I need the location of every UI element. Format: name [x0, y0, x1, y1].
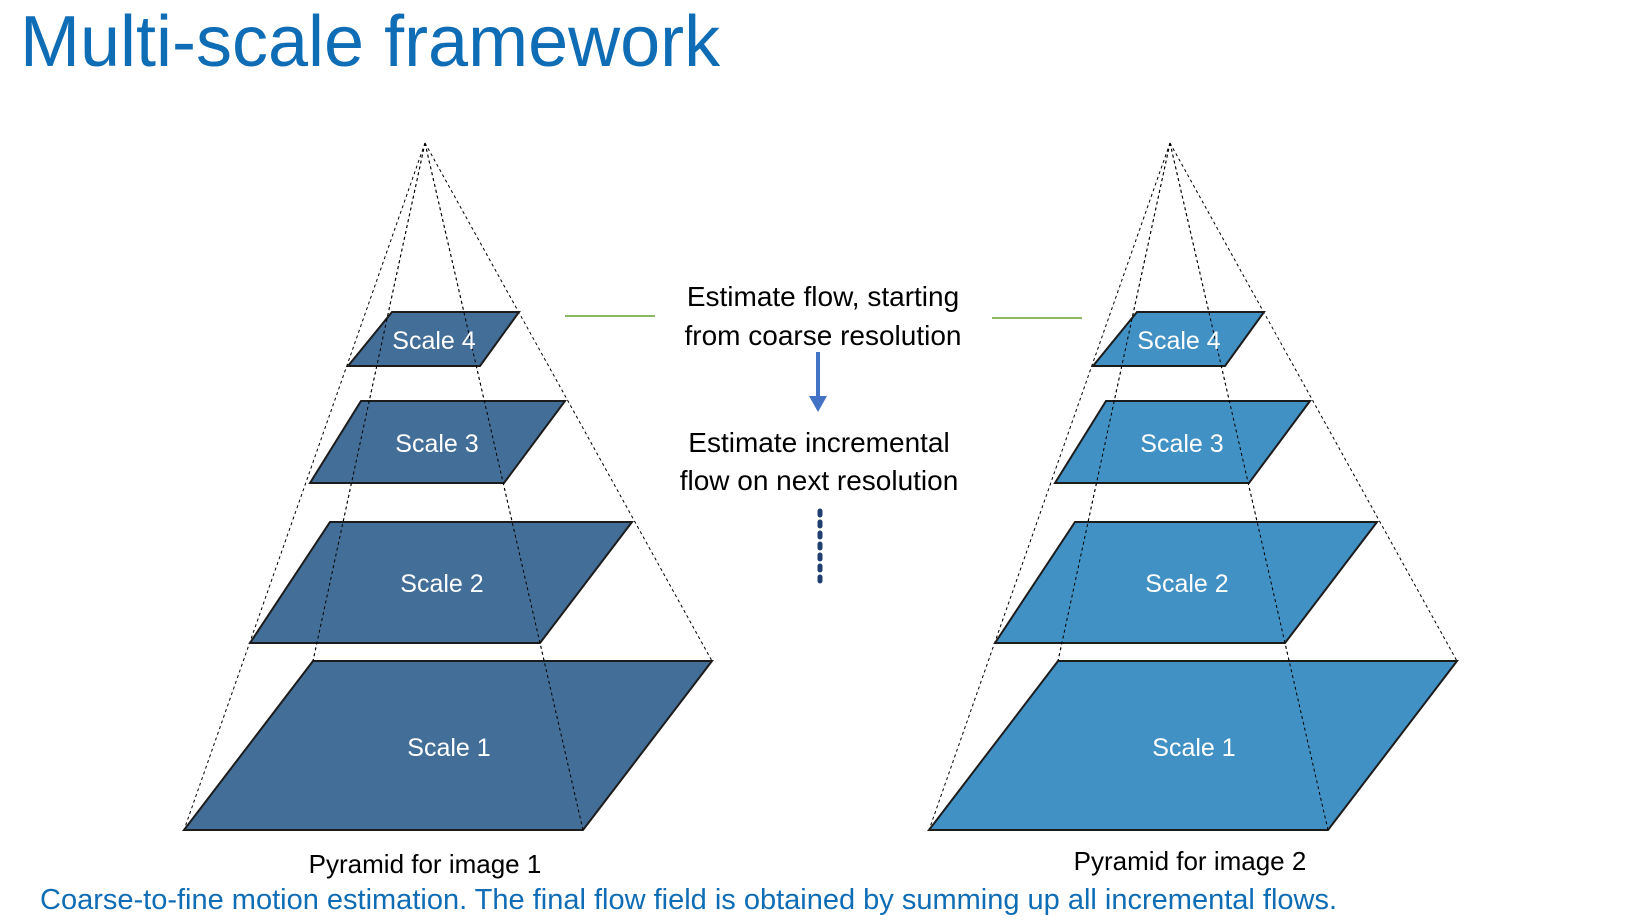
pyramid-2-caption: Pyramid for image 2	[1074, 846, 1307, 876]
pyramid-2-scale-3-plate	[1053, 400, 1312, 484]
step-next-line-2: flow on next resolution	[680, 465, 959, 496]
center-annotations: Estimate flow, starting from coarse reso…	[565, 281, 1082, 588]
pyramid-1-scale-1-label: Scale 1	[407, 734, 490, 762]
pyramid-2-scale-3-label: Scale 3	[1140, 430, 1223, 458]
pyramid-2-scale-4-plate	[1090, 311, 1266, 367]
pyramid-1-scale-2-label: Scale 2	[400, 570, 483, 598]
down-arrow-icon	[809, 396, 827, 412]
pyramid-2-inner-lines	[1057, 142, 1329, 831]
pyramid-1-inner-lines	[312, 142, 584, 831]
pyramid-2-scale-4-label: Scale 4	[1137, 327, 1220, 355]
pyramid-1-caption: Pyramid for image 1	[309, 849, 542, 879]
step-first-line-2: from coarse resolution	[684, 320, 961, 351]
pyramid-1-scale-2-plate	[248, 521, 635, 644]
pyramid-image-2: Scale 4 Scale 3 Scale 2 Scale 1 Pyramid …	[926, 142, 1460, 876]
pyramid-2-scale-2-label: Scale 2	[1145, 570, 1228, 598]
pyramid-1-scale-3-label: Scale 3	[395, 430, 478, 458]
pyramid-1-scale-3-plate	[308, 400, 567, 484]
step-next-line-1: Estimate incremental	[688, 427, 949, 458]
pyramid-2-scale-1-label: Scale 1	[1152, 734, 1235, 762]
pyramid-1-scale-4-plate	[345, 311, 521, 367]
step-first-line-1: Estimate flow, starting	[687, 281, 959, 312]
pyramid-image-1: Scale 4 Scale 3 Scale 2 Scale 1 Pyramid …	[181, 142, 715, 879]
pyramid-1-scale-4-label: Scale 4	[392, 327, 475, 355]
footer-note: Coarse-to-fine motion estimation. The fi…	[40, 884, 1338, 916]
pyramid-2-scale-2-plate	[993, 521, 1380, 644]
slide-title: Multi-scale framework	[20, 2, 721, 82]
